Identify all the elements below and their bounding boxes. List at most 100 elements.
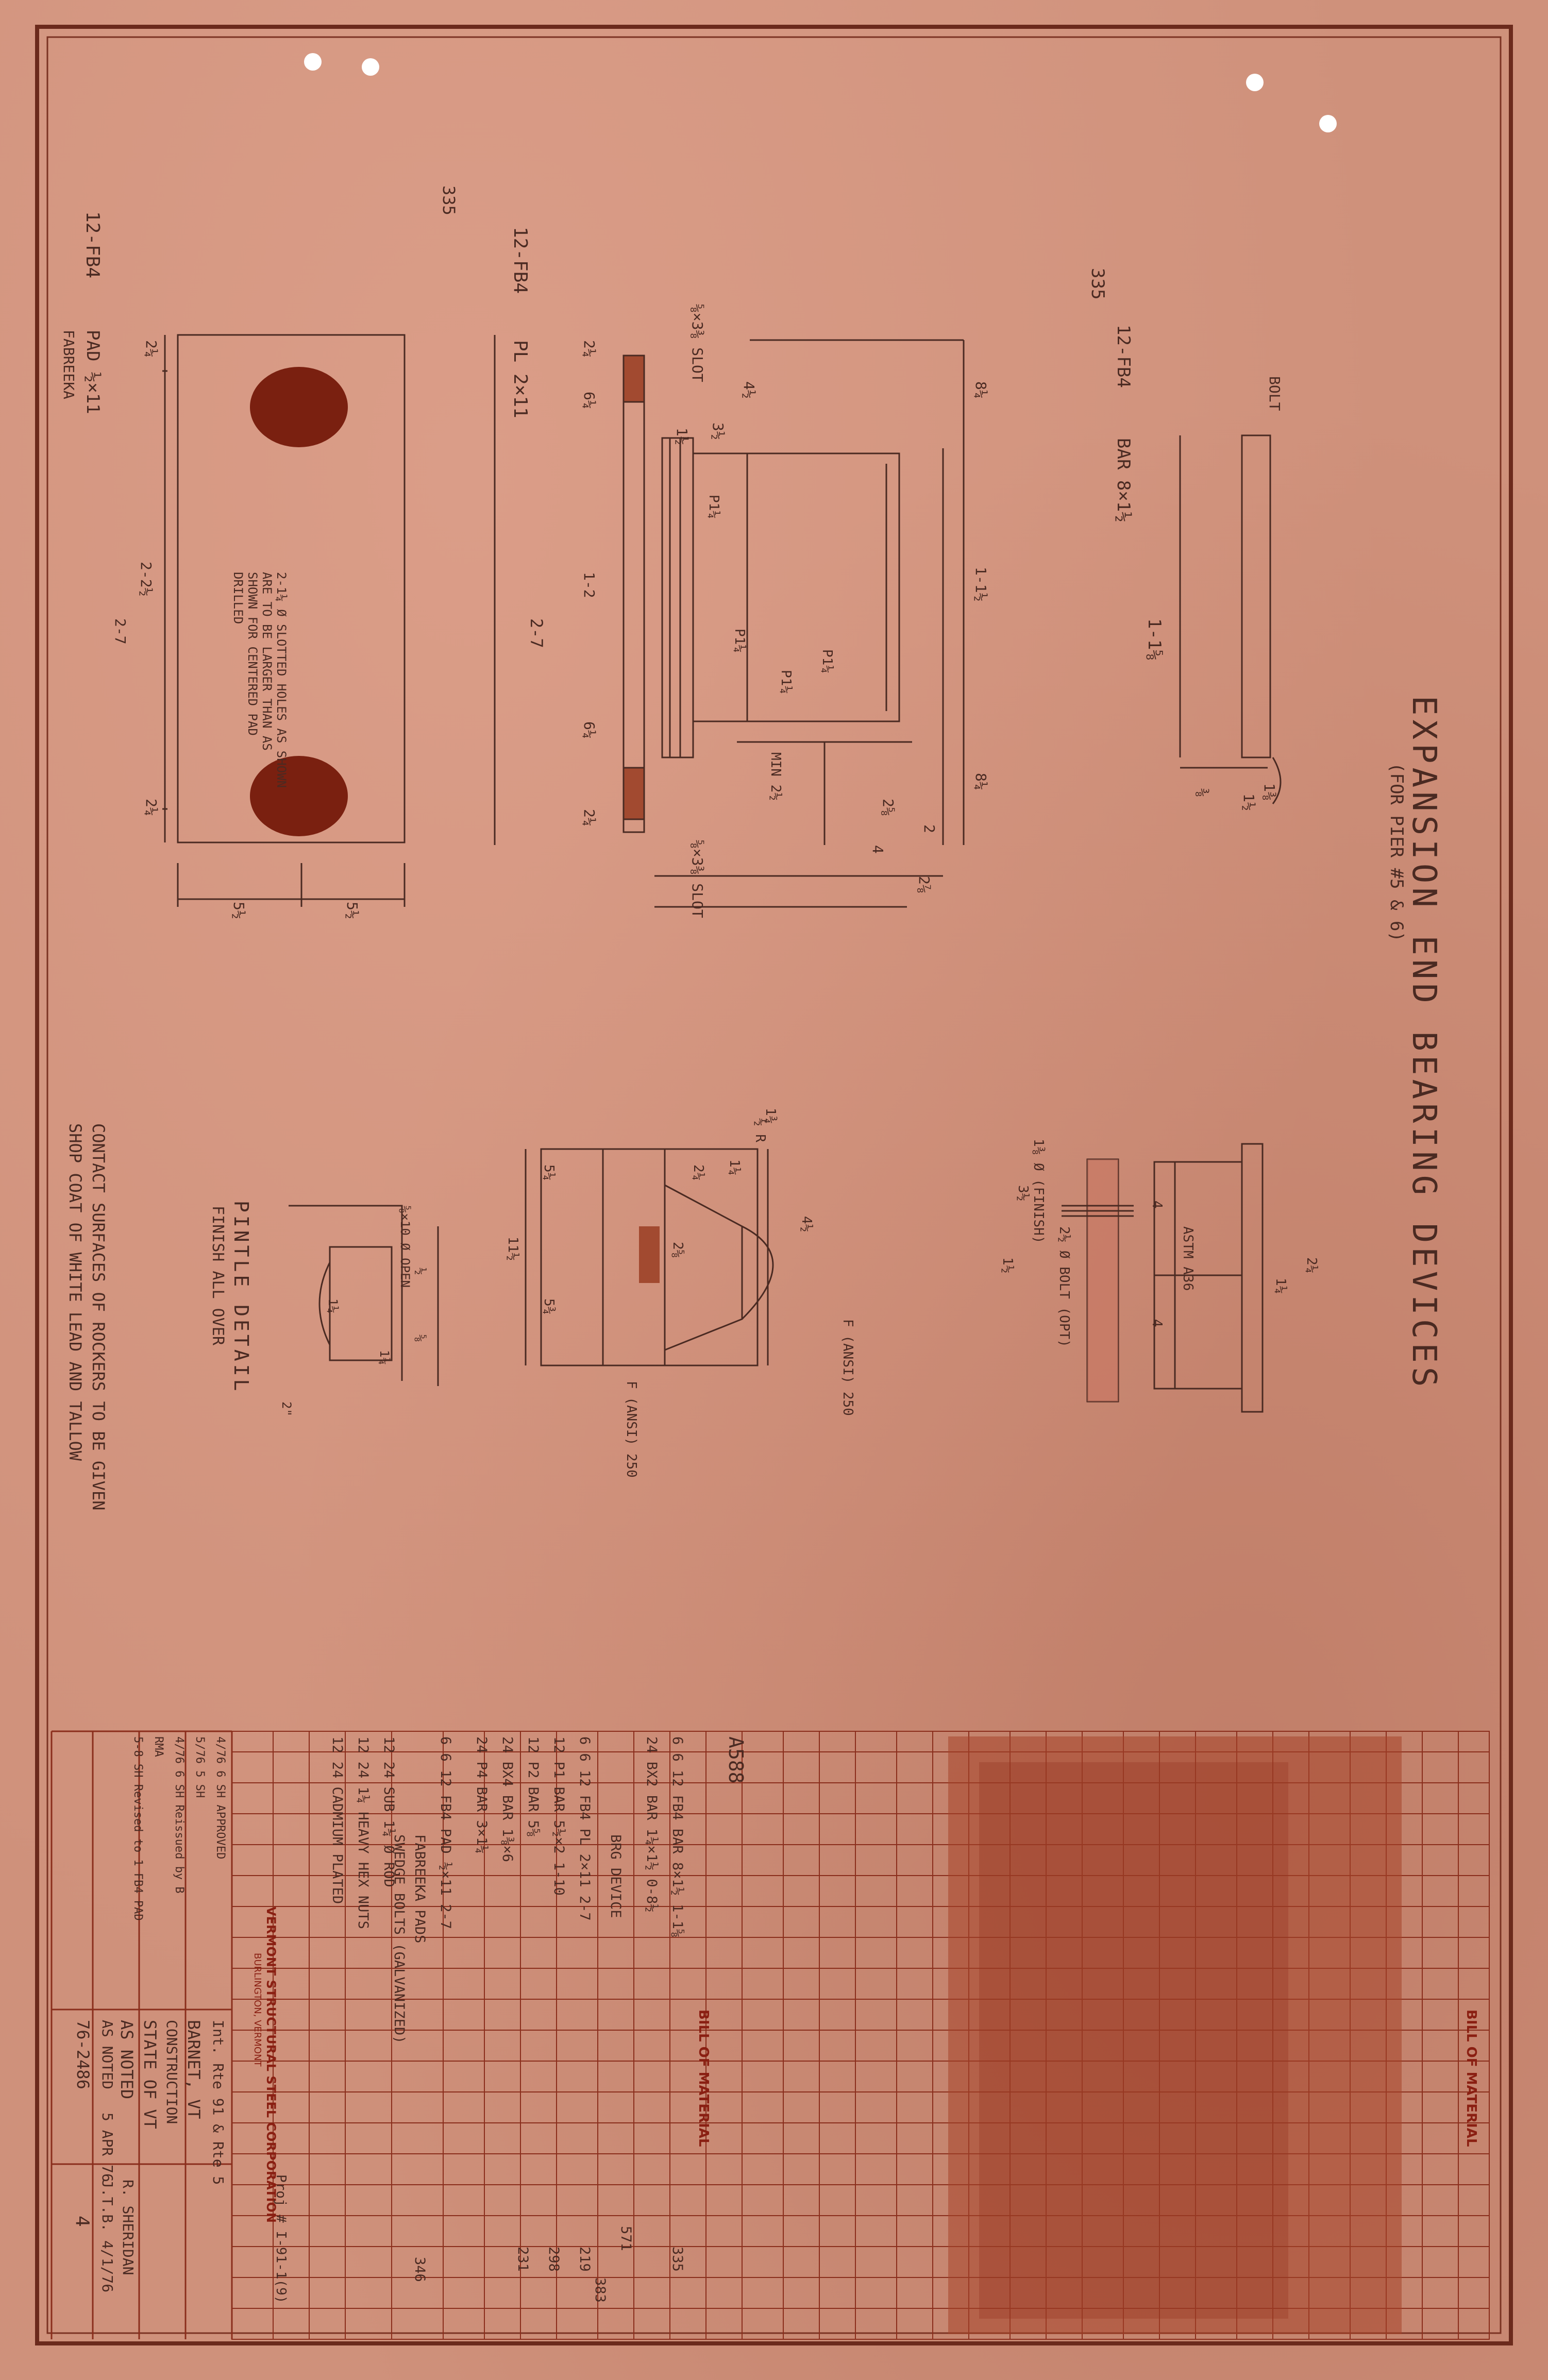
bom-weight: 231	[515, 2247, 531, 2272]
bom-item: SWEDGE BOLTS (GALVANIZED)	[391, 1834, 407, 2044]
checked-by: J.T.B. 4/1/76	[99, 2180, 116, 2293]
elevation-label: P1¼	[732, 629, 747, 653]
elevation-material: PL 2×11	[510, 340, 531, 418]
elevation-dim: 1-2	[581, 572, 598, 598]
drawn-by: R. SHERIDAN	[120, 2180, 137, 2275]
section-dim: 11½	[505, 1237, 520, 1261]
elevation-dim: 2	[921, 824, 938, 833]
top-detail-label: 1½	[1240, 794, 1257, 811]
elevation-dim: 2¼	[581, 809, 598, 826]
punch-hole	[1319, 115, 1337, 132]
plan-piece-mark: 12-FB4	[82, 211, 103, 279]
section-dim: 2¼	[691, 1164, 706, 1181]
elevation-view	[494, 335, 965, 908]
side-detail-label: 2½ Ø BOLT (OPT)	[1056, 1226, 1072, 1347]
punch-hole	[362, 58, 379, 76]
revision-row: RMA	[152, 1736, 165, 1757]
bom-item: 12 P2 BAR 5⅝	[525, 1736, 541, 1837]
note-line: SHOP COAT OF WHITE LEAD AND TALLOW	[65, 1123, 85, 1461]
bom-weight: 298	[546, 2247, 562, 2272]
bom-item: 6 6 12 FB4 BAR 8×1½ 1-1⅝	[669, 1736, 685, 1938]
elevation-dim: 1-1½	[972, 567, 989, 602]
note-line: CONTACT SURFACES OF ROCKERS TO BE GIVEN	[89, 1123, 108, 1511]
bom-item: 12 P1 BAR 5½×2 1-10	[551, 1736, 567, 1896]
top-detail-label: BOLT	[1266, 376, 1283, 411]
elevation-label: P1¼	[819, 649, 835, 673]
plan-dim: 5½	[230, 902, 247, 919]
plan-dim: 2-2½	[138, 562, 155, 597]
title-block-grid	[51, 1730, 233, 2339]
elevation-dim: 2¼	[581, 340, 598, 358]
elevation-dim: 4½	[741, 381, 758, 399]
section-dim: 1¼	[727, 1159, 742, 1176]
bom-spec: A588	[725, 1736, 747, 1784]
pintle-label: 1¼	[377, 1350, 392, 1365]
bom-weight: 335	[669, 2247, 685, 2272]
elevation-dim: 3½	[710, 423, 727, 440]
pintle-label: ½	[413, 1268, 428, 1275]
plan-dim: 2-7	[112, 618, 129, 645]
elevation-weight: 335	[439, 185, 459, 215]
scale: AS NOTED	[117, 2020, 137, 2100]
bom-header: BILL OF MATERIAL	[696, 2010, 711, 2147]
elevation-dim: 6¼	[581, 392, 598, 409]
elevation-weld-note: ⅝×3⅜ SLOT	[689, 840, 706, 918]
punch-hole	[304, 53, 322, 71]
date: 5 APR 76	[99, 2113, 116, 2182]
elevation-piece-mark: 12-FB4	[510, 227, 531, 294]
pintle-label: ⅝	[413, 1335, 428, 1342]
top-detail-weight: 335	[1087, 268, 1108, 300]
section-dim: 1¾	[763, 1108, 778, 1124]
bom-item: BRG DEVICE	[608, 1834, 624, 1918]
top-detail-piece-mark: 12-FB4	[1113, 325, 1134, 388]
drawing-title: EXPANSION END BEARING DEVICES	[1405, 696, 1443, 1391]
top-detail-label: ⅜	[1194, 788, 1211, 797]
elevation-weld-note: ⅝×3⅜ SLOT	[689, 304, 706, 382]
plan-spec: FABREEKA	[60, 330, 77, 399]
side-detail-label: 1½	[1000, 1257, 1015, 1274]
project: Int. Rte 91 & Rte 5	[210, 2020, 227, 2185]
elevation-label: MIN 2½	[768, 752, 783, 801]
bom-weight: 219	[577, 2247, 593, 2272]
elevation-dim: 6¼	[581, 721, 598, 739]
plan-view-pad	[162, 334, 406, 907]
bom-item: 6 6 12 FB4 PL 2×11 2-7	[577, 1736, 593, 1921]
section-dim: 5¼	[541, 1164, 557, 1181]
section-label: F (ANSI) 250	[840, 1319, 855, 1416]
side-detail-dim: 2¼	[1304, 1257, 1319, 1274]
top-detail-bar	[1179, 434, 1282, 804]
elevation-dim: 2-7	[527, 618, 546, 648]
part: AS NOTED	[99, 2020, 116, 2089]
top-detail-length: 1-1⅝	[1144, 618, 1165, 661]
punch-hole	[1246, 74, 1264, 91]
top-detail-material: BAR 8×1½	[1113, 438, 1134, 522]
customer: CONSTRUCTION	[163, 2020, 180, 2124]
bom-item: 24 P4 BAR 3×1¼	[474, 1736, 490, 1854]
plan-dim: 2¼	[143, 340, 160, 358]
side-detail-label: ASTM A36	[1180, 1226, 1196, 1291]
bom-item: 6 6 12 FB4 PAD ½×11 2-7	[438, 1736, 453, 1929]
bom-item: 24 BX4 BAR 1⅜×6	[499, 1736, 515, 1862]
elevation-label: P1¼	[706, 495, 721, 519]
bom-weight: 346	[412, 2257, 428, 2282]
bom-item: 12 24 CADMIUM PLATED	[329, 1736, 345, 1904]
section-label: 4½	[799, 1216, 814, 1233]
company-city: BURLINGTON, VERMONT	[252, 1953, 263, 2067]
location: BARNET, VT	[184, 2020, 204, 2119]
pintle-label: 1¼	[326, 1298, 340, 1313]
sheet-number: 4	[72, 2216, 93, 2227]
dark-stain	[948, 1736, 1402, 2334]
bom-item: 24 BX2 BAR 1¼×1½ 0-8½	[644, 1736, 660, 1913]
revision-row: 4/76 6 SH Reissued by B	[173, 1736, 186, 1894]
slotted-hole	[250, 367, 348, 447]
pintle-label: 2"	[279, 1402, 294, 1416]
bom-weight: 571	[618, 2226, 634, 2251]
elevation-dim: 4	[869, 845, 886, 854]
pintle-title: PINTLE DETAIL	[230, 1201, 253, 1394]
elevation-dim: 1½	[674, 428, 691, 445]
pintle-label: ⅝×10 Ø OPEN	[398, 1206, 412, 1288]
bom-weight: 383	[592, 2277, 608, 2303]
pintle-subtitle: FINISH ALL OVER	[209, 1206, 227, 1345]
slotted-hole	[250, 756, 348, 836]
